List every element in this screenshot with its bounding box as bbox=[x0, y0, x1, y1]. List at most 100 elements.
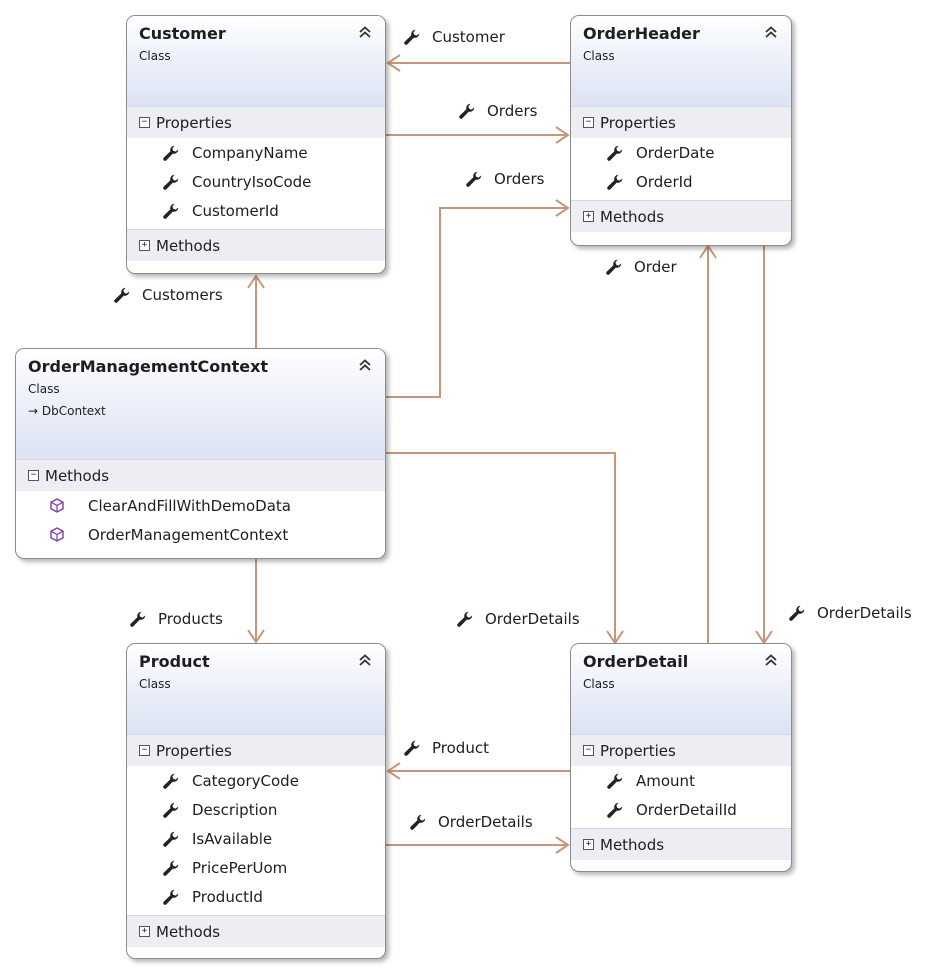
association-label-products[interactable]: Products bbox=[130, 610, 223, 628]
class-ordermanagementcontext[interactable]: OrderManagementContext Class → DbContext… bbox=[15, 348, 386, 559]
association-name: OrderDetails bbox=[438, 813, 533, 831]
wrench-icon bbox=[163, 174, 179, 190]
wrench-icon bbox=[607, 802, 623, 818]
property-item[interactable]: CustomerId bbox=[127, 196, 385, 225]
arrowhead-orders-2 bbox=[555, 199, 570, 217]
wrench-icon bbox=[457, 611, 473, 627]
plus-icon[interactable]: + bbox=[583, 839, 594, 850]
plus-icon[interactable]: + bbox=[139, 240, 150, 251]
class-header[interactable]: Product Class bbox=[127, 644, 385, 734]
association-name: Products bbox=[158, 610, 223, 628]
property-item[interactable]: CategoryCode bbox=[127, 766, 385, 795]
association-label-order[interactable]: Order bbox=[606, 258, 677, 276]
class-product[interactable]: Product Class − Properties CategoryCode … bbox=[126, 643, 386, 959]
class-kind: Class bbox=[583, 49, 615, 63]
method-item[interactable]: OrderManagementContext bbox=[16, 520, 385, 549]
properties-compartment[interactable]: − Properties bbox=[571, 106, 791, 138]
association-label-orderdetails[interactable]: OrderDetails bbox=[457, 610, 580, 628]
plus-icon[interactable]: + bbox=[583, 211, 594, 222]
properties-compartment[interactable]: − Properties bbox=[571, 734, 791, 766]
methods-compartment[interactable]: + Methods bbox=[571, 200, 791, 232]
wrench-icon bbox=[114, 287, 130, 303]
methods-compartment[interactable]: + Methods bbox=[127, 915, 385, 947]
property-item[interactable]: OrderId bbox=[571, 167, 791, 196]
association-label-orderdetails[interactable]: OrderDetails bbox=[410, 813, 533, 831]
association-label-customers[interactable]: Customers bbox=[114, 286, 223, 304]
property-item[interactable]: IsAvailable bbox=[127, 824, 385, 853]
plus-icon[interactable]: + bbox=[139, 926, 150, 937]
minus-icon[interactable]: − bbox=[139, 117, 150, 128]
class-orderdetail[interactable]: OrderDetail Class − Properties Amount Or… bbox=[570, 643, 792, 872]
property-name: CustomerId bbox=[192, 201, 279, 220]
association-label-product[interactable]: Product bbox=[404, 739, 489, 757]
wrench-icon bbox=[607, 773, 623, 789]
method-item[interactable]: ClearAndFillWithDemoData bbox=[16, 491, 385, 520]
property-name: CompanyName bbox=[192, 143, 308, 162]
property-item[interactable]: CountryIsoCode bbox=[127, 167, 385, 196]
class-header[interactable]: OrderHeader Class bbox=[571, 16, 791, 106]
property-name: Description bbox=[192, 800, 278, 819]
class-kind: Class bbox=[139, 49, 171, 63]
association-label-orders[interactable]: Orders bbox=[459, 102, 537, 120]
compartment-label: Properties bbox=[156, 113, 232, 132]
minus-icon[interactable]: − bbox=[583, 117, 594, 128]
association-name: OrderDetails bbox=[817, 604, 912, 622]
property-item[interactable]: PricePerUom bbox=[127, 853, 385, 882]
collapse-chevron-icon[interactable] bbox=[763, 24, 779, 40]
class-kind: Class bbox=[28, 382, 60, 396]
compartment-label: Methods bbox=[156, 236, 221, 255]
properties-compartment[interactable]: − Properties bbox=[127, 106, 385, 138]
minus-icon[interactable]: − bbox=[28, 470, 39, 481]
collapse-chevron-icon[interactable] bbox=[763, 652, 779, 668]
association-label-orders[interactable]: Orders bbox=[466, 170, 544, 188]
wrench-icon bbox=[459, 103, 475, 119]
association-label-orderdetails[interactable]: OrderDetails bbox=[789, 604, 912, 622]
property-item[interactable]: CompanyName bbox=[127, 138, 385, 167]
minus-icon[interactable]: − bbox=[583, 745, 594, 756]
wrench-icon bbox=[163, 889, 179, 905]
class-name: OrderHeader bbox=[583, 24, 700, 43]
property-name: Amount bbox=[636, 771, 695, 790]
class-customer[interactable]: Customer Class − Properties CompanyName … bbox=[126, 15, 386, 274]
association-name: Customer bbox=[432, 28, 505, 46]
class-name: Customer bbox=[139, 24, 226, 43]
property-name: OrderDetailId bbox=[636, 800, 737, 819]
wrench-icon bbox=[163, 773, 179, 789]
compartment-label: Properties bbox=[600, 741, 676, 760]
inheritance-arrow-icon: → bbox=[28, 404, 39, 418]
methods-compartment[interactable]: − Methods bbox=[16, 459, 385, 491]
compartment-label: Methods bbox=[600, 835, 665, 854]
property-name: PricePerUom bbox=[192, 858, 288, 877]
wrench-icon bbox=[130, 611, 146, 627]
class-orderheader[interactable]: OrderHeader Class − Properties OrderDate… bbox=[570, 15, 792, 246]
methods-compartment[interactable]: + Methods bbox=[127, 229, 385, 261]
association-name: Orders bbox=[494, 170, 545, 188]
property-item[interactable]: ProductId bbox=[127, 882, 385, 911]
wrench-icon bbox=[163, 802, 179, 818]
property-item[interactable]: Description bbox=[127, 795, 385, 824]
class-name: OrderDetail bbox=[583, 652, 689, 671]
method-cube-icon bbox=[50, 527, 64, 542]
class-kind: Class bbox=[139, 677, 171, 691]
compartment-label: Methods bbox=[45, 466, 110, 485]
class-header[interactable]: Customer Class bbox=[127, 16, 385, 106]
compartment-label: Methods bbox=[156, 922, 221, 941]
properties-compartment[interactable]: − Properties bbox=[127, 734, 385, 766]
class-header[interactable]: OrderDetail Class bbox=[571, 644, 791, 734]
wrench-icon bbox=[163, 860, 179, 876]
property-item[interactable]: Amount bbox=[571, 766, 791, 795]
wrench-icon bbox=[404, 740, 420, 756]
collapse-chevron-icon[interactable] bbox=[357, 652, 373, 668]
association-name: Order bbox=[634, 258, 677, 276]
class-header[interactable]: OrderManagementContext Class → DbContext bbox=[16, 349, 385, 459]
property-name: ProductId bbox=[192, 887, 263, 906]
methods-compartment[interactable]: + Methods bbox=[571, 828, 791, 860]
association-label-customer[interactable]: Customer bbox=[404, 28, 505, 46]
property-item[interactable]: OrderDate bbox=[571, 138, 791, 167]
collapse-chevron-icon[interactable] bbox=[357, 357, 373, 373]
collapse-chevron-icon[interactable] bbox=[357, 24, 373, 40]
property-item[interactable]: OrderDetailId bbox=[571, 795, 791, 824]
property-name: OrderId bbox=[636, 172, 693, 191]
association-name: Product bbox=[432, 739, 489, 757]
minus-icon[interactable]: − bbox=[139, 745, 150, 756]
